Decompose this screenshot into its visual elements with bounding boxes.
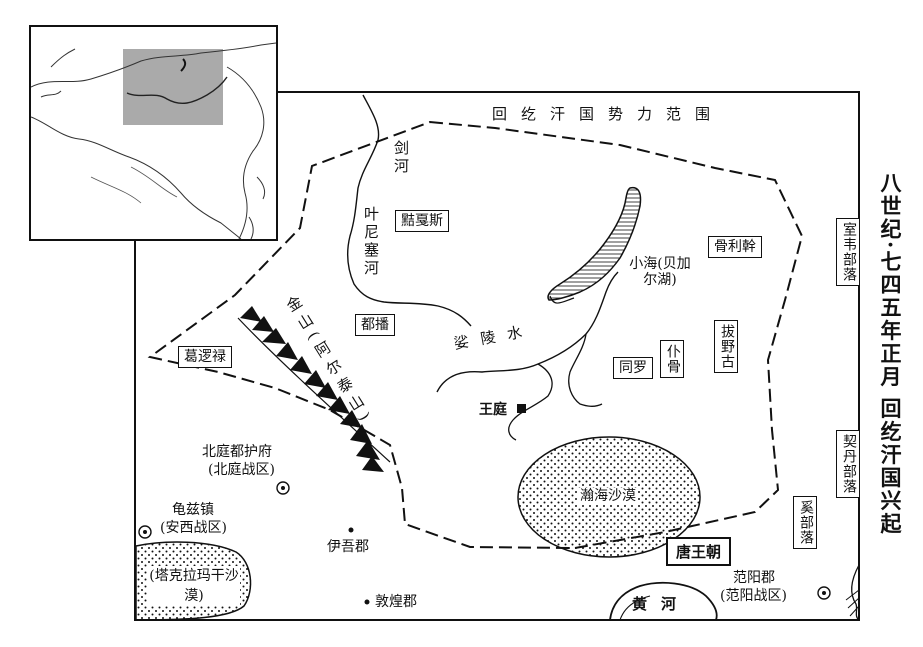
qiuci-sub-label: (安西战区) [160,520,227,536]
yellow-river-inner [619,595,651,621]
dunhuang-label: 敦煌郡 [375,594,417,610]
region-dubo: 都播 [355,314,395,336]
capital-marker [517,404,526,413]
locator-map-drawing [31,42,276,239]
region-bayegu: 拔野古 [714,320,738,373]
fanyang-label: 范阳郡 [733,570,775,586]
yiwu-marker [348,527,354,533]
qiuci-label: 龟兹镇 [172,502,214,518]
taklamakan-label: (塔克拉玛干沙漠) [148,566,240,606]
yellow-river [609,581,718,621]
region-geluolu: 葛逻禄 [178,346,232,368]
region-gulikan: 骨利幹 [708,236,762,258]
yenisei-river [346,94,472,327]
baikal-label: 小海(贝加尔湖) [629,256,691,288]
coast-hatch [845,589,860,617]
dunhuang-marker [364,599,370,605]
selenga-tributary-east [568,333,603,407]
beiting-marker [276,481,290,495]
selenga-tributary [508,363,553,441]
beiting-label: 北庭都护府 [202,444,272,460]
qiuci-marker [138,525,152,539]
gobi-label: 瀚海沙漠 [578,488,638,504]
yiwu-label: 伊吾郡 [327,539,369,555]
region-xi: 奚部落 [793,496,817,549]
region-tongluo: 同罗 [613,357,653,379]
selenga-river [436,271,619,393]
altai-mountains [237,306,391,472]
capital-label: 王庭 [479,402,507,418]
yenisei-river-label: 叶尼塞河 [362,206,380,278]
coastline [850,564,860,621]
region-tang: 唐王朝 [666,537,732,566]
region-pugu: 仆骨 [660,340,684,378]
beiting-sub-label: (北庭战区) [208,462,275,478]
region-qidan: 契丹部落 [836,430,860,498]
lake-baikal [547,186,642,301]
jian-river-label: 剑河 [392,140,410,176]
yellow-river-label: 黄河 [632,595,691,613]
map-title: 八世纪·七四五年正月 回纥汗国兴起 [878,172,903,536]
region-shiwei: 室韦部落 [836,218,860,286]
fanyang-sub-label: (范阳战区) [720,588,787,604]
sphere-label: 回纥汗国势力范围 [492,105,725,123]
region-xiajiasi: 黠戛斯 [395,210,449,232]
map-frame [134,91,860,621]
fanyang-marker [817,586,831,600]
locator-inset-map [29,25,278,241]
